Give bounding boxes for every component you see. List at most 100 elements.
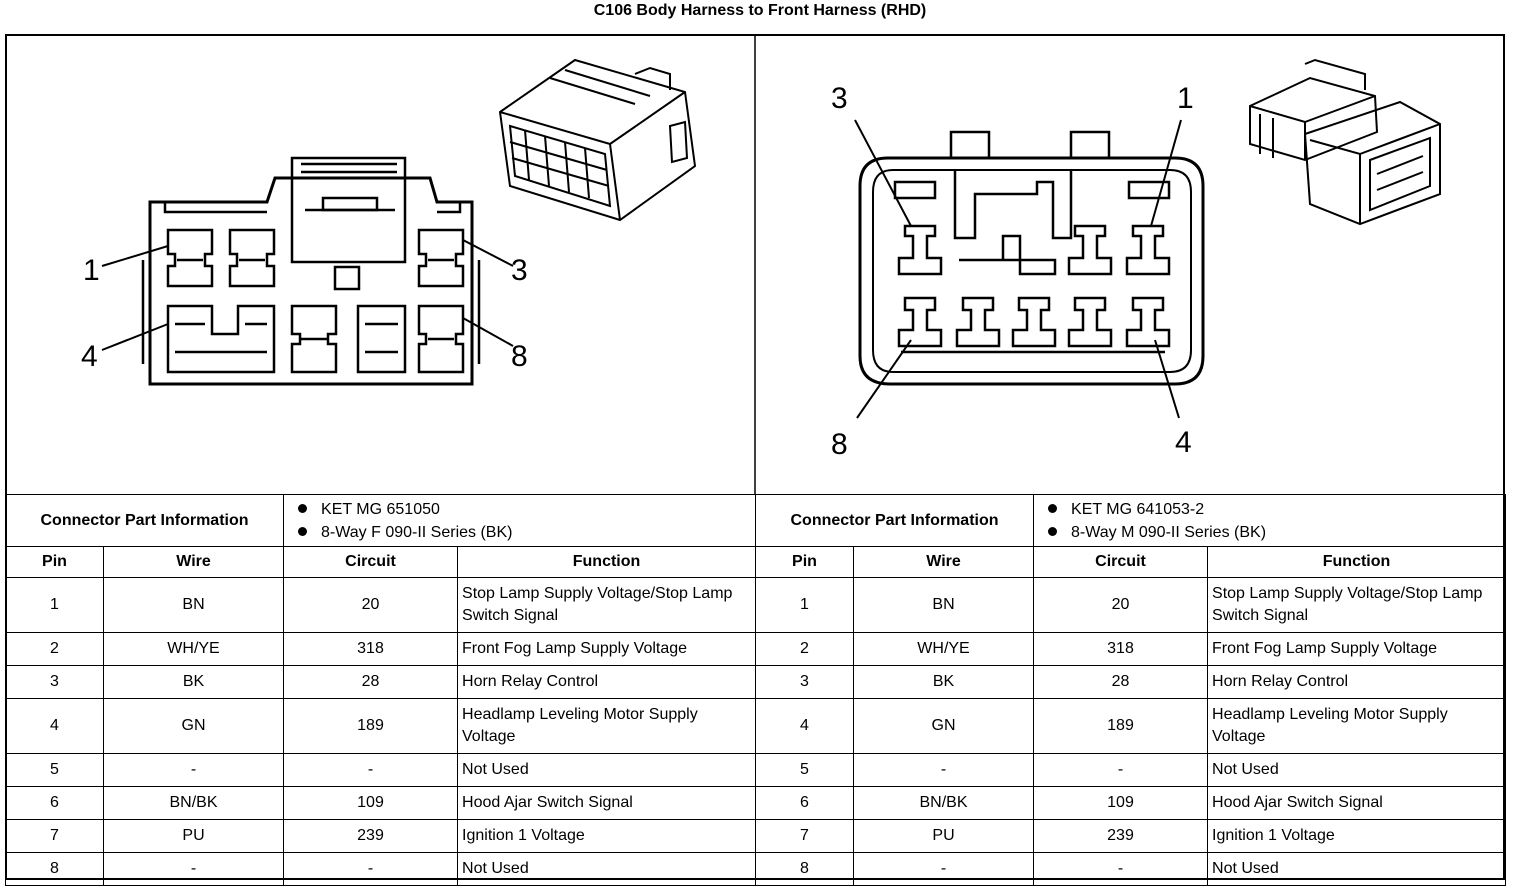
function-cell: Hood Ajar Switch Signal — [457, 786, 757, 820]
wire-cell: GN — [852, 698, 1035, 754]
table-row: 5 - - Not Used — [755, 753, 1507, 787]
function-cell: Headlamp Leveling Motor Supply Voltage — [1207, 698, 1507, 754]
female-connector-face — [101, 156, 514, 386]
wire-cell: PU — [852, 819, 1035, 853]
function-cell: Hood Ajar Switch Signal — [1207, 786, 1507, 820]
pin-cell: 3 — [755, 665, 854, 699]
pin-cell: 8 — [5, 852, 104, 886]
table-row: 4 GN 189 Headlamp Leveling Motor Supply … — [755, 698, 1507, 754]
wire-cell: WH/YE — [102, 632, 285, 666]
circuit-cell: 189 — [283, 698, 459, 754]
table-row: 1 BN 20 Stop Lamp Supply Voltage/Stop La… — [755, 577, 1507, 633]
wire-cell: - — [852, 852, 1035, 886]
male-connector-face — [854, 119, 1205, 419]
circuit-cell: 20 — [283, 577, 459, 633]
pin-cell: 1 — [755, 577, 854, 633]
left-connector-table: Connector Part Information KET MG 651050… — [4, 494, 757, 886]
wire-cell: BK — [852, 665, 1035, 699]
page-title: C106 Body Harness to Front Harness (RHD) — [593, 2, 927, 19]
table-row: 3 BK 28 Horn Relay Control — [5, 665, 757, 699]
table-row: 4 GN 189 Headlamp Leveling Motor Supply … — [5, 698, 757, 754]
left-pin-label-1: 1 — [83, 254, 100, 287]
part-info-item: KET MG 641053-2 — [1048, 498, 1501, 521]
header-wire: Wire — [852, 546, 1035, 578]
part-info-list: KET MG 651050 8-Way F 090-II Series (BK) — [283, 494, 757, 547]
wire-cell: BN/BK — [852, 786, 1035, 820]
pin-cell: 5 — [755, 753, 854, 787]
wire-cell: PU — [102, 819, 285, 853]
left-pin-label-3: 3 — [511, 254, 528, 287]
circuit-cell: 109 — [283, 786, 459, 820]
right-pin-label-1: 1 — [1177, 82, 1194, 115]
function-cell: Not Used — [1207, 852, 1507, 886]
circuit-cell: 318 — [283, 632, 459, 666]
table-row: 2 WH/YE 318 Front Fog Lamp Supply Voltag… — [755, 632, 1507, 666]
pin-cell: 7 — [755, 819, 854, 853]
pin-cell: 8 — [755, 852, 854, 886]
circuit-cell: 189 — [1033, 698, 1209, 754]
part-info-list: KET MG 641053-2 8-Way M 090-II Series (B… — [1033, 494, 1507, 547]
function-cell: Front Fog Lamp Supply Voltage — [457, 632, 757, 666]
pin-cell: 5 — [5, 753, 104, 787]
bullet-icon — [1048, 503, 1058, 513]
table-row: 8 - - Not Used — [755, 852, 1507, 886]
function-cell: Horn Relay Control — [457, 665, 757, 699]
function-cell: Headlamp Leveling Motor Supply Voltage — [457, 698, 757, 754]
wire-cell: BN — [852, 577, 1035, 633]
table-row: 2 WH/YE 318 Front Fog Lamp Supply Voltag… — [5, 632, 757, 666]
function-cell: Ignition 1 Voltage — [1207, 819, 1507, 853]
left-pin-label-8: 8 — [511, 340, 528, 373]
circuit-cell: 239 — [1033, 819, 1209, 853]
connector-part-info-label: Connector Part Information — [754, 494, 1035, 547]
part-info-item: 8-Way F 090-II Series (BK) — [298, 521, 751, 544]
connector-part-info-label: Connector Part Information — [4, 494, 285, 547]
circuit-cell: - — [1033, 753, 1209, 787]
wire-cell: BN/BK — [102, 786, 285, 820]
circuit-cell: - — [283, 852, 459, 886]
header-function: Function — [457, 546, 757, 578]
header-circuit: Circuit — [1033, 546, 1209, 578]
pin-cell: 2 — [5, 632, 104, 666]
connector-drawings: 1 3 4 8 3 1 8 4 — [81, 34, 1441, 494]
table-row: 5 - - Not Used — [5, 753, 757, 787]
pin-cell: 2 — [755, 632, 854, 666]
wire-cell: GN — [102, 698, 285, 754]
circuit-cell: 318 — [1033, 632, 1209, 666]
wire-cell: - — [102, 753, 285, 787]
circuit-cell: 239 — [283, 819, 459, 853]
header-circuit: Circuit — [283, 546, 459, 578]
wire-cell: BN — [102, 577, 285, 633]
circuit-cell: 20 — [1033, 577, 1209, 633]
table-row: 6 BN/BK 109 Hood Ajar Switch Signal — [5, 786, 757, 820]
bullet-icon — [298, 503, 308, 513]
circuit-cell: 28 — [283, 665, 459, 699]
wire-cell: - — [102, 852, 285, 886]
part-info-item: KET MG 651050 — [298, 498, 751, 521]
header-wire: Wire — [102, 546, 285, 578]
pin-cell: 4 — [755, 698, 854, 754]
bullet-icon — [1048, 526, 1058, 536]
circuit-cell: - — [1033, 852, 1209, 886]
function-cell: Horn Relay Control — [1207, 665, 1507, 699]
pin-cell: 6 — [755, 786, 854, 820]
circuit-cell: 109 — [1033, 786, 1209, 820]
function-cell: Not Used — [457, 753, 757, 787]
function-cell: Ignition 1 Voltage — [457, 819, 757, 853]
circuit-cell: 28 — [1033, 665, 1209, 699]
pin-cell: 1 — [5, 577, 104, 633]
right-connector-table: Connector Part Information KET MG 641053… — [754, 494, 1507, 886]
right-pin-label-8: 8 — [831, 428, 848, 461]
wire-cell: WH/YE — [852, 632, 1035, 666]
header-pin: Pin — [5, 546, 104, 578]
function-cell: Not Used — [457, 852, 757, 886]
male-connector-iso — [1249, 58, 1441, 226]
table-row: 7 PU 239 Ignition 1 Voltage — [5, 819, 757, 853]
table-row: 6 BN/BK 109 Hood Ajar Switch Signal — [755, 786, 1507, 820]
part-info-item: 8-Way M 090-II Series (BK) — [1048, 521, 1501, 544]
pin-cell: 7 — [5, 819, 104, 853]
circuit-cell: - — [283, 753, 459, 787]
wire-cell: BK — [102, 665, 285, 699]
pin-cell: 6 — [5, 786, 104, 820]
header-function: Function — [1207, 546, 1507, 578]
table-row: 7 PU 239 Ignition 1 Voltage — [755, 819, 1507, 853]
